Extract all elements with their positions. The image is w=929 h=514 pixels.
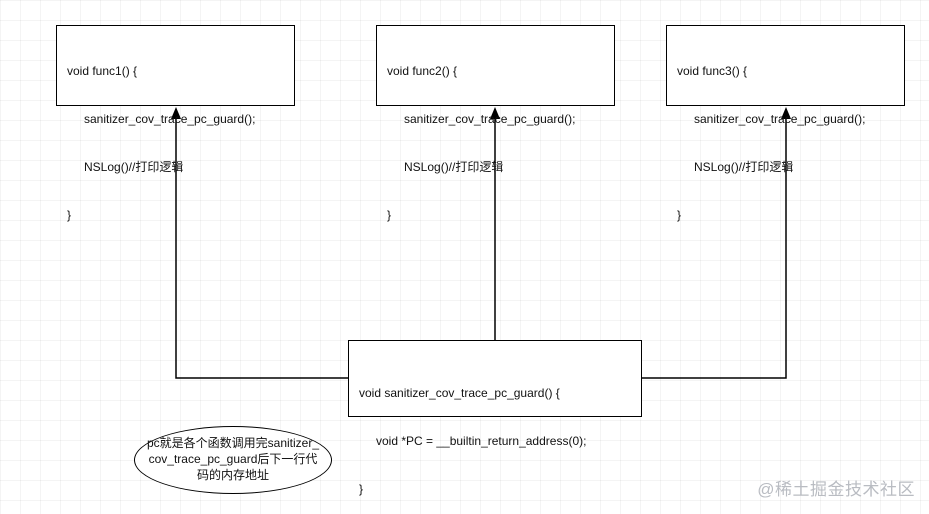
func2-box[interactable]: void func2() { sanitizer_cov_trace_pc_gu… — [376, 25, 615, 222]
note-text: pc就是各个函数调用完sanitizer_cov_trace_pc_guard后… — [146, 436, 320, 482]
note-ellipse[interactable]: pc就是各个函数调用完sanitizer_cov_trace_pc_guard后… — [134, 426, 332, 494]
func2-closing-brace: } — [387, 208, 392, 222]
func2-guard-call: sanitizer_cov_trace_pc_guard(); — [404, 112, 576, 126]
func1-closing-brace: } — [67, 208, 72, 222]
connector-guard-to-func3 — [642, 117, 787, 379]
func2-log-call: NSLog()//打印逻辑 — [404, 160, 504, 174]
func1-guard-call: sanitizer_cov_trace_pc_guard(); — [84, 112, 256, 126]
guard-return-address: void *PC = __builtin_return_address(0); — [376, 434, 587, 448]
guard-function-box[interactable]: void sanitizer_cov_trace_pc_guard() { vo… — [348, 340, 642, 496]
func3-signature: void func3() { — [677, 64, 748, 78]
func3-guard-call: sanitizer_cov_trace_pc_guard(); — [694, 112, 866, 126]
arrowhead-func3 — [781, 107, 791, 119]
arrowhead-func2 — [490, 107, 500, 119]
func1-signature: void func1() { — [67, 64, 138, 78]
arrowhead-func1 — [171, 107, 181, 119]
func3-box[interactable]: void func3() { sanitizer_cov_trace_pc_gu… — [666, 25, 905, 222]
connector-guard-to-func1 — [175, 117, 348, 379]
watermark: @稀土掘金技术社区 — [757, 480, 915, 499]
func1-box[interactable]: void func1() { sanitizer_cov_trace_pc_gu… — [56, 25, 295, 222]
guard-closing-brace: } — [359, 482, 364, 496]
func3-closing-brace: } — [677, 208, 682, 222]
guard-signature: void sanitizer_cov_trace_pc_guard() { — [359, 386, 560, 400]
func1-log-call: NSLog()//打印逻辑 — [84, 160, 184, 174]
func2-signature: void func2() { — [387, 64, 458, 78]
func3-log-call: NSLog()//打印逻辑 — [694, 160, 794, 174]
